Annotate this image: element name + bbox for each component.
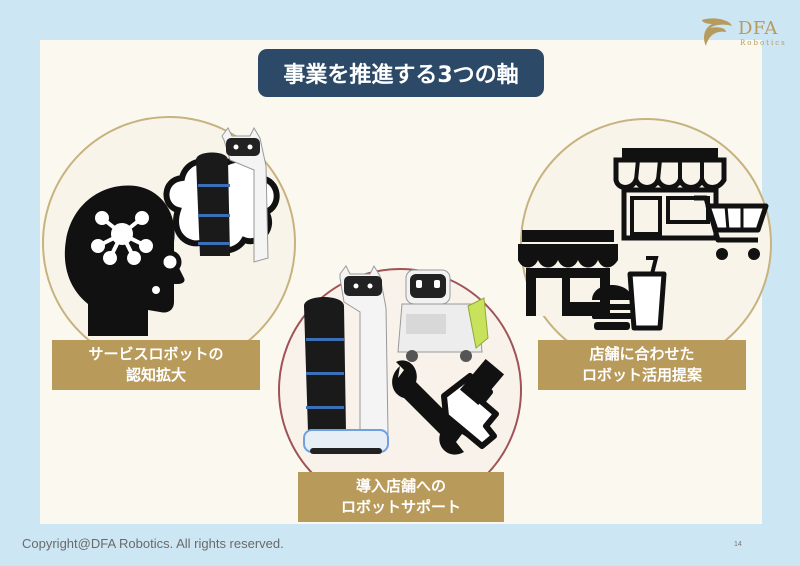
pillar-label-line2: 認知拡大 xyxy=(125,366,186,384)
logo-text: DFA xyxy=(738,18,778,39)
burger-drink-icon xyxy=(590,256,667,331)
dfa-logo: DFA Robotics xyxy=(696,14,796,54)
pillar-label-line2: ロボット活用提案 xyxy=(581,366,702,384)
pillar-label-line1: 導入店舗への xyxy=(355,477,446,495)
pillar-label-line1: 店舗に合わせた xyxy=(589,345,695,363)
wrench-hand-icon xyxy=(392,358,505,455)
pillar-label-line1: サービスロボットの xyxy=(88,345,224,363)
shopping-cart-icon xyxy=(694,195,769,260)
pillar-label-line2: ロボットサポート xyxy=(340,498,461,516)
pillar-label-awareness: サービスロボットの 認知拡大 xyxy=(52,340,260,390)
cleaning-robot-image xyxy=(397,269,489,362)
dfa-swoosh-icon xyxy=(702,18,732,46)
store-icon xyxy=(613,148,727,241)
page-number: 14 xyxy=(734,541,742,548)
page-title: 事業を推進する3つの軸 xyxy=(258,49,544,97)
logo-subtitle: Robotics xyxy=(740,39,787,47)
pillar-label-support: 導入店舗への ロボットサポート xyxy=(298,472,504,522)
service-robot-image xyxy=(196,126,269,263)
small-shop-icon xyxy=(518,230,618,316)
copyright-text: Copyright@DFA Robotics. All rights reser… xyxy=(22,536,284,551)
pillar-label-proposal: 店舗に合わせた ロボット活用提案 xyxy=(538,340,746,390)
delivery-robot-image xyxy=(303,264,389,454)
head-network-icon xyxy=(64,185,185,336)
